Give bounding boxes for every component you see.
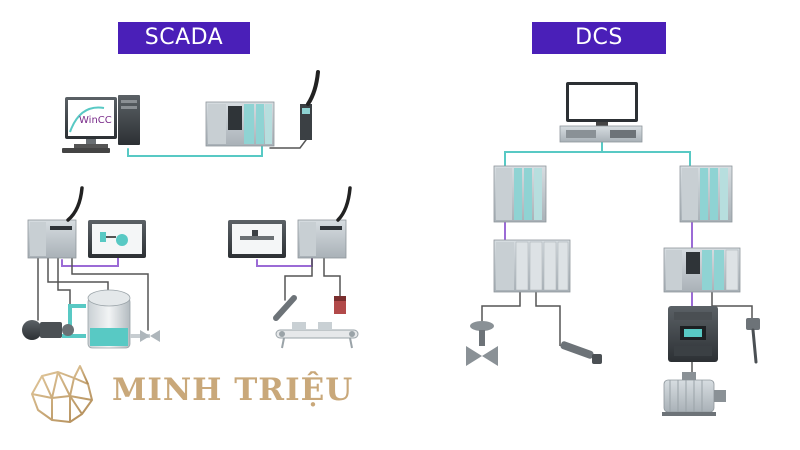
pump-motor (22, 320, 42, 340)
dcs-controller-right (679, 165, 733, 223)
field-cable-left-2 (47, 257, 109, 293)
scada-main-plc (205, 101, 275, 147)
brand-name: MINH TRIỆU (112, 372, 354, 408)
dcs-network-trunk (504, 151, 691, 166)
conveyor-process (273, 295, 359, 349)
temperature-sensor (746, 318, 760, 364)
electric-motor (662, 372, 726, 416)
antenna-right (336, 186, 352, 222)
antenna-left (66, 186, 84, 222)
scada-io-link-left (61, 257, 119, 267)
field-cable-left-4 (71, 257, 149, 331)
proximity-sensor (273, 295, 297, 321)
dcs-field-cable-1 (481, 292, 521, 322)
scada-title: SCADA (118, 22, 250, 54)
control-valve (466, 321, 498, 366)
conveyor-belt (275, 329, 359, 339)
pressure-transmitter (560, 341, 602, 364)
scada-remote-station-left (27, 186, 146, 259)
wincc-logo-text: WinCC (79, 115, 112, 126)
valve-left (140, 330, 160, 342)
crystal-diamond-logo (31, 365, 93, 423)
wincc-keyboard (62, 148, 110, 153)
scada-network-link (127, 145, 263, 157)
scada-io-link-right (256, 257, 313, 267)
scada-gateway-modem (300, 70, 320, 140)
field-cable-right-2 (323, 257, 341, 297)
dcs-field-cable-3 (711, 292, 753, 320)
dcs-title: DCS (532, 22, 666, 54)
wincc-workstation: WinCC (62, 95, 140, 153)
dcs-io-rack-right (663, 247, 741, 293)
frequency-drive (668, 306, 718, 362)
dcs-controller-left (493, 165, 547, 223)
dcs-links (481, 140, 753, 378)
field-cable-right-1 (284, 257, 313, 301)
process-pipe (68, 304, 86, 326)
dcs-operator-station (559, 82, 643, 143)
dcs-io-rack-left (493, 239, 571, 293)
dcs-field-cable-2 (535, 292, 561, 346)
scada-remote-station-right (228, 186, 352, 259)
tank-pump-process (22, 289, 160, 349)
